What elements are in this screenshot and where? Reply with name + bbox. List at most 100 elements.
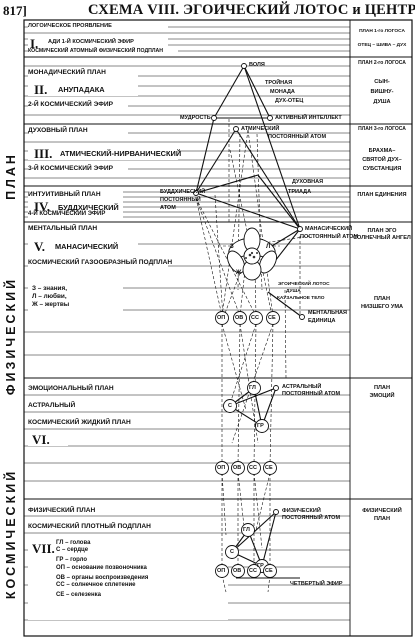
plane1-right2: ОТЕЦ – ШИВА – ДУХ bbox=[357, 43, 407, 48]
centre-s-a: С bbox=[228, 403, 232, 409]
legend-gr: ГР – горло bbox=[56, 557, 88, 564]
plane1-roman: I. bbox=[30, 36, 39, 51]
centre-op-m: ОП bbox=[217, 315, 226, 321]
plane7-legend: ГЛ – голова С – сердце ГР – горло ОП – о… bbox=[56, 540, 148, 599]
header: 817] СХЕМА VIII. ЭГОИЧЕСКИЙ ЛОТОС и ЦЕНТ… bbox=[0, 0, 415, 20]
plane7-roman: VII. bbox=[32, 541, 55, 556]
legend-zh: Ж – жертвы bbox=[32, 301, 70, 308]
centre-gl-p: ГЛ bbox=[243, 527, 250, 533]
centre-ov-a: ОВ bbox=[233, 465, 242, 471]
plane3-line3: 3-Й КОСМИЧЕСКИЙ ЭФИР bbox=[28, 165, 113, 172]
legend-l: Л – любви, bbox=[32, 293, 67, 300]
plane3-right-2: СВЯТОЙ ДУХ– bbox=[362, 157, 402, 163]
plane6-right-1: ЭМОЦИЙ bbox=[369, 393, 395, 399]
plane3-right-3: СУБСТАНЦИЯ bbox=[362, 166, 402, 172]
plane2-right-0: ПЛАН 2-го ЛОГОСА bbox=[358, 60, 406, 66]
node-astral: АСТРАЛЬНЫЙ bbox=[282, 384, 322, 390]
centre-se-a: СЕ bbox=[265, 465, 273, 471]
plane2-right-2: ВИШНУ- bbox=[370, 89, 394, 95]
centre-se-m: СЕ bbox=[268, 315, 276, 321]
frame bbox=[23, 19, 413, 637]
node-perm-atom-phys: ПОСТОЯННЫЙ АТОМ bbox=[282, 515, 341, 521]
plane5-line3: КОСМИЧЕСКИЙ ГАЗООБРАЗНЫЙ ПОДПЛАН bbox=[28, 259, 173, 266]
egoic-lotus bbox=[227, 227, 277, 281]
plane2-name: АНУПАДАКА bbox=[58, 85, 105, 94]
plane6-right-0: ПЛАН bbox=[373, 385, 391, 391]
plane5-right-5: НИЗШЕГО УМА bbox=[360, 304, 404, 310]
plane5-line1: МЕНТАЛЬНЫЙ ПЛАН bbox=[28, 225, 98, 232]
plane4-right-0: ПЛАН ЕДИНЕНИЯ bbox=[357, 192, 407, 198]
node-perm-b: ПОСТОЯННЫЙ bbox=[160, 197, 201, 203]
legend-ss: СС – солнечное сплетение bbox=[56, 581, 136, 588]
centre-gr-a: ГР bbox=[257, 423, 264, 429]
node-atmic: АТМИЧЕСКИЙ bbox=[241, 126, 280, 132]
node-mental: МЕНТАЛЬНАЯ bbox=[308, 310, 347, 316]
plane1-name: АДИ 1-Й КОСМИЧЕСКИЙ ЭФИР bbox=[48, 39, 134, 45]
node-active-intellect: АКТИВНЫЙ ИНТЕЛЛЕКТ bbox=[275, 115, 342, 121]
centre-ss-m: СС bbox=[251, 315, 259, 321]
plane3-name: АТМИЧЕСКИЙ-НИРВАНИЧЕСКИЙ bbox=[60, 149, 182, 158]
node-monad: МОНАДА bbox=[270, 89, 295, 95]
node-manasic: МАНАСИЧЕСКИЙ bbox=[305, 226, 353, 232]
plane5-name: МАНАСИЧЕСКИЙ bbox=[55, 242, 119, 251]
plane1-right1: ПЛАН 1-го ЛОГОСА bbox=[359, 29, 405, 34]
plane7-right-1: ПЛАН bbox=[373, 516, 391, 522]
plane2-roman: II. bbox=[34, 82, 48, 97]
node-soul: ДУША bbox=[286, 289, 301, 294]
node-will: ВОЛЯ bbox=[249, 62, 265, 68]
plane2-line3: 2-Й КОСМИЧЕСКИЙ ЭФИР bbox=[28, 101, 113, 108]
legend-s: С – сердце bbox=[56, 547, 89, 554]
legend-gl: ГЛ – голова bbox=[56, 540, 91, 546]
centre-se-p: СЕ bbox=[265, 568, 273, 574]
node-wisdom: МУДРОСТЬ bbox=[180, 115, 211, 121]
plane7-right-0: ФИЗИЧЕСКИЙ bbox=[362, 508, 402, 514]
plane7-line2: КОСМИЧЕСКИЙ ПЛОТНЫЙ ПОДПЛАН bbox=[28, 523, 151, 530]
centre-op-p: ОП bbox=[217, 568, 226, 574]
node-spiritual: ДУХОВНАЯ bbox=[292, 179, 324, 185]
centre-gr-p: ГР bbox=[257, 563, 264, 569]
legend-se: СЕ – селезенка bbox=[56, 592, 101, 599]
centre-ss-a: СС bbox=[249, 465, 257, 471]
node-perm-atom-m: ПОСТОЯННЫЙ АТОМ bbox=[300, 234, 359, 240]
plane5-roman: V. bbox=[34, 239, 45, 254]
plane4-line1: ИНТУИТИВНЫЙ ПЛАН bbox=[28, 191, 101, 198]
plane3-right-1: БРАХМА– bbox=[368, 148, 396, 154]
petal-zh: Ж bbox=[236, 270, 242, 276]
centre-ss-p: СС bbox=[249, 568, 257, 574]
plane5-right-1: СОЛНЕЧНЫЙ АНГЕЛ bbox=[353, 235, 411, 241]
centre-ov-m: ОВ bbox=[235, 315, 244, 321]
node-unit: ЕДИНИЦА bbox=[308, 318, 336, 324]
node-egoic-lotus: ЭГОИЧЕСКИЙ ЛОТОС bbox=[278, 282, 330, 287]
plane5-right-4: ПЛАН bbox=[373, 296, 391, 302]
plane6-roman: VI. bbox=[32, 432, 50, 447]
node-atom-b: АТОМ bbox=[160, 205, 176, 211]
page-title: СХЕМА VIII. ЭГОИЧЕСКИЙ ЛОТОС и ЦЕНТРЫ bbox=[88, 2, 415, 18]
plane3-line1: ДУХОВНЫЙ ПЛАН bbox=[28, 127, 88, 134]
plane2-right-1: СЫН- bbox=[374, 79, 390, 85]
plane2-right-3: ДУША bbox=[373, 99, 391, 105]
plane4-line3: 4-Й КОСМИЧЕСКИЙ ЭФИР bbox=[28, 211, 106, 217]
node-physical: ФИЗИЧЕСКИЙ bbox=[282, 508, 321, 514]
plane3-right-0: ПЛАН 3-го ЛОГОСА bbox=[358, 126, 406, 132]
centre-s-p: С bbox=[230, 549, 234, 555]
centre-ov-p: ОВ bbox=[233, 568, 242, 574]
plane6-line1: ЭМОЦИОНАЛЬНЫЙ ПЛАН bbox=[28, 385, 114, 392]
legend-ov: ОВ – органы воспроизведения bbox=[56, 574, 149, 581]
node-triad: ТРИАДА bbox=[288, 189, 312, 195]
plane3-roman: III. bbox=[34, 146, 53, 161]
node-perm-atom-astral: ПОСТОЯННЫЙ АТОМ bbox=[282, 391, 341, 397]
plane6-line2: АСТРАЛЬНЫЙ bbox=[28, 402, 76, 409]
petal-l: Л bbox=[266, 244, 271, 250]
plane1-line1: ЛОГОИЧЕСКОЕ ПРОЯВЛЕНИЕ bbox=[28, 23, 112, 29]
node-triple: ТРОЙНАЯ bbox=[265, 80, 293, 86]
centre-gl-a: ГЛ bbox=[249, 385, 256, 391]
plane4-name: БУДДХИЧЕСКИЙ bbox=[58, 203, 119, 212]
plane7-line1: ФИЗИЧЕСКИЙ ПЛАН bbox=[28, 507, 96, 514]
page-number: 817] bbox=[3, 3, 27, 18]
legend-op: ОП – основание позвоночника bbox=[56, 564, 147, 571]
node-fourth-ether: ЧЕТВЕРТЫЙ ЭФИР bbox=[290, 581, 343, 587]
node-spirit-father: ДУХ-ОТЕЦ bbox=[275, 98, 304, 104]
node-perm-atom-a: ПОСТОЯННЫЙ АТОМ bbox=[268, 134, 327, 140]
plane5-legend: З – знания, Л – любви, Ж – жертвы bbox=[32, 285, 69, 309]
